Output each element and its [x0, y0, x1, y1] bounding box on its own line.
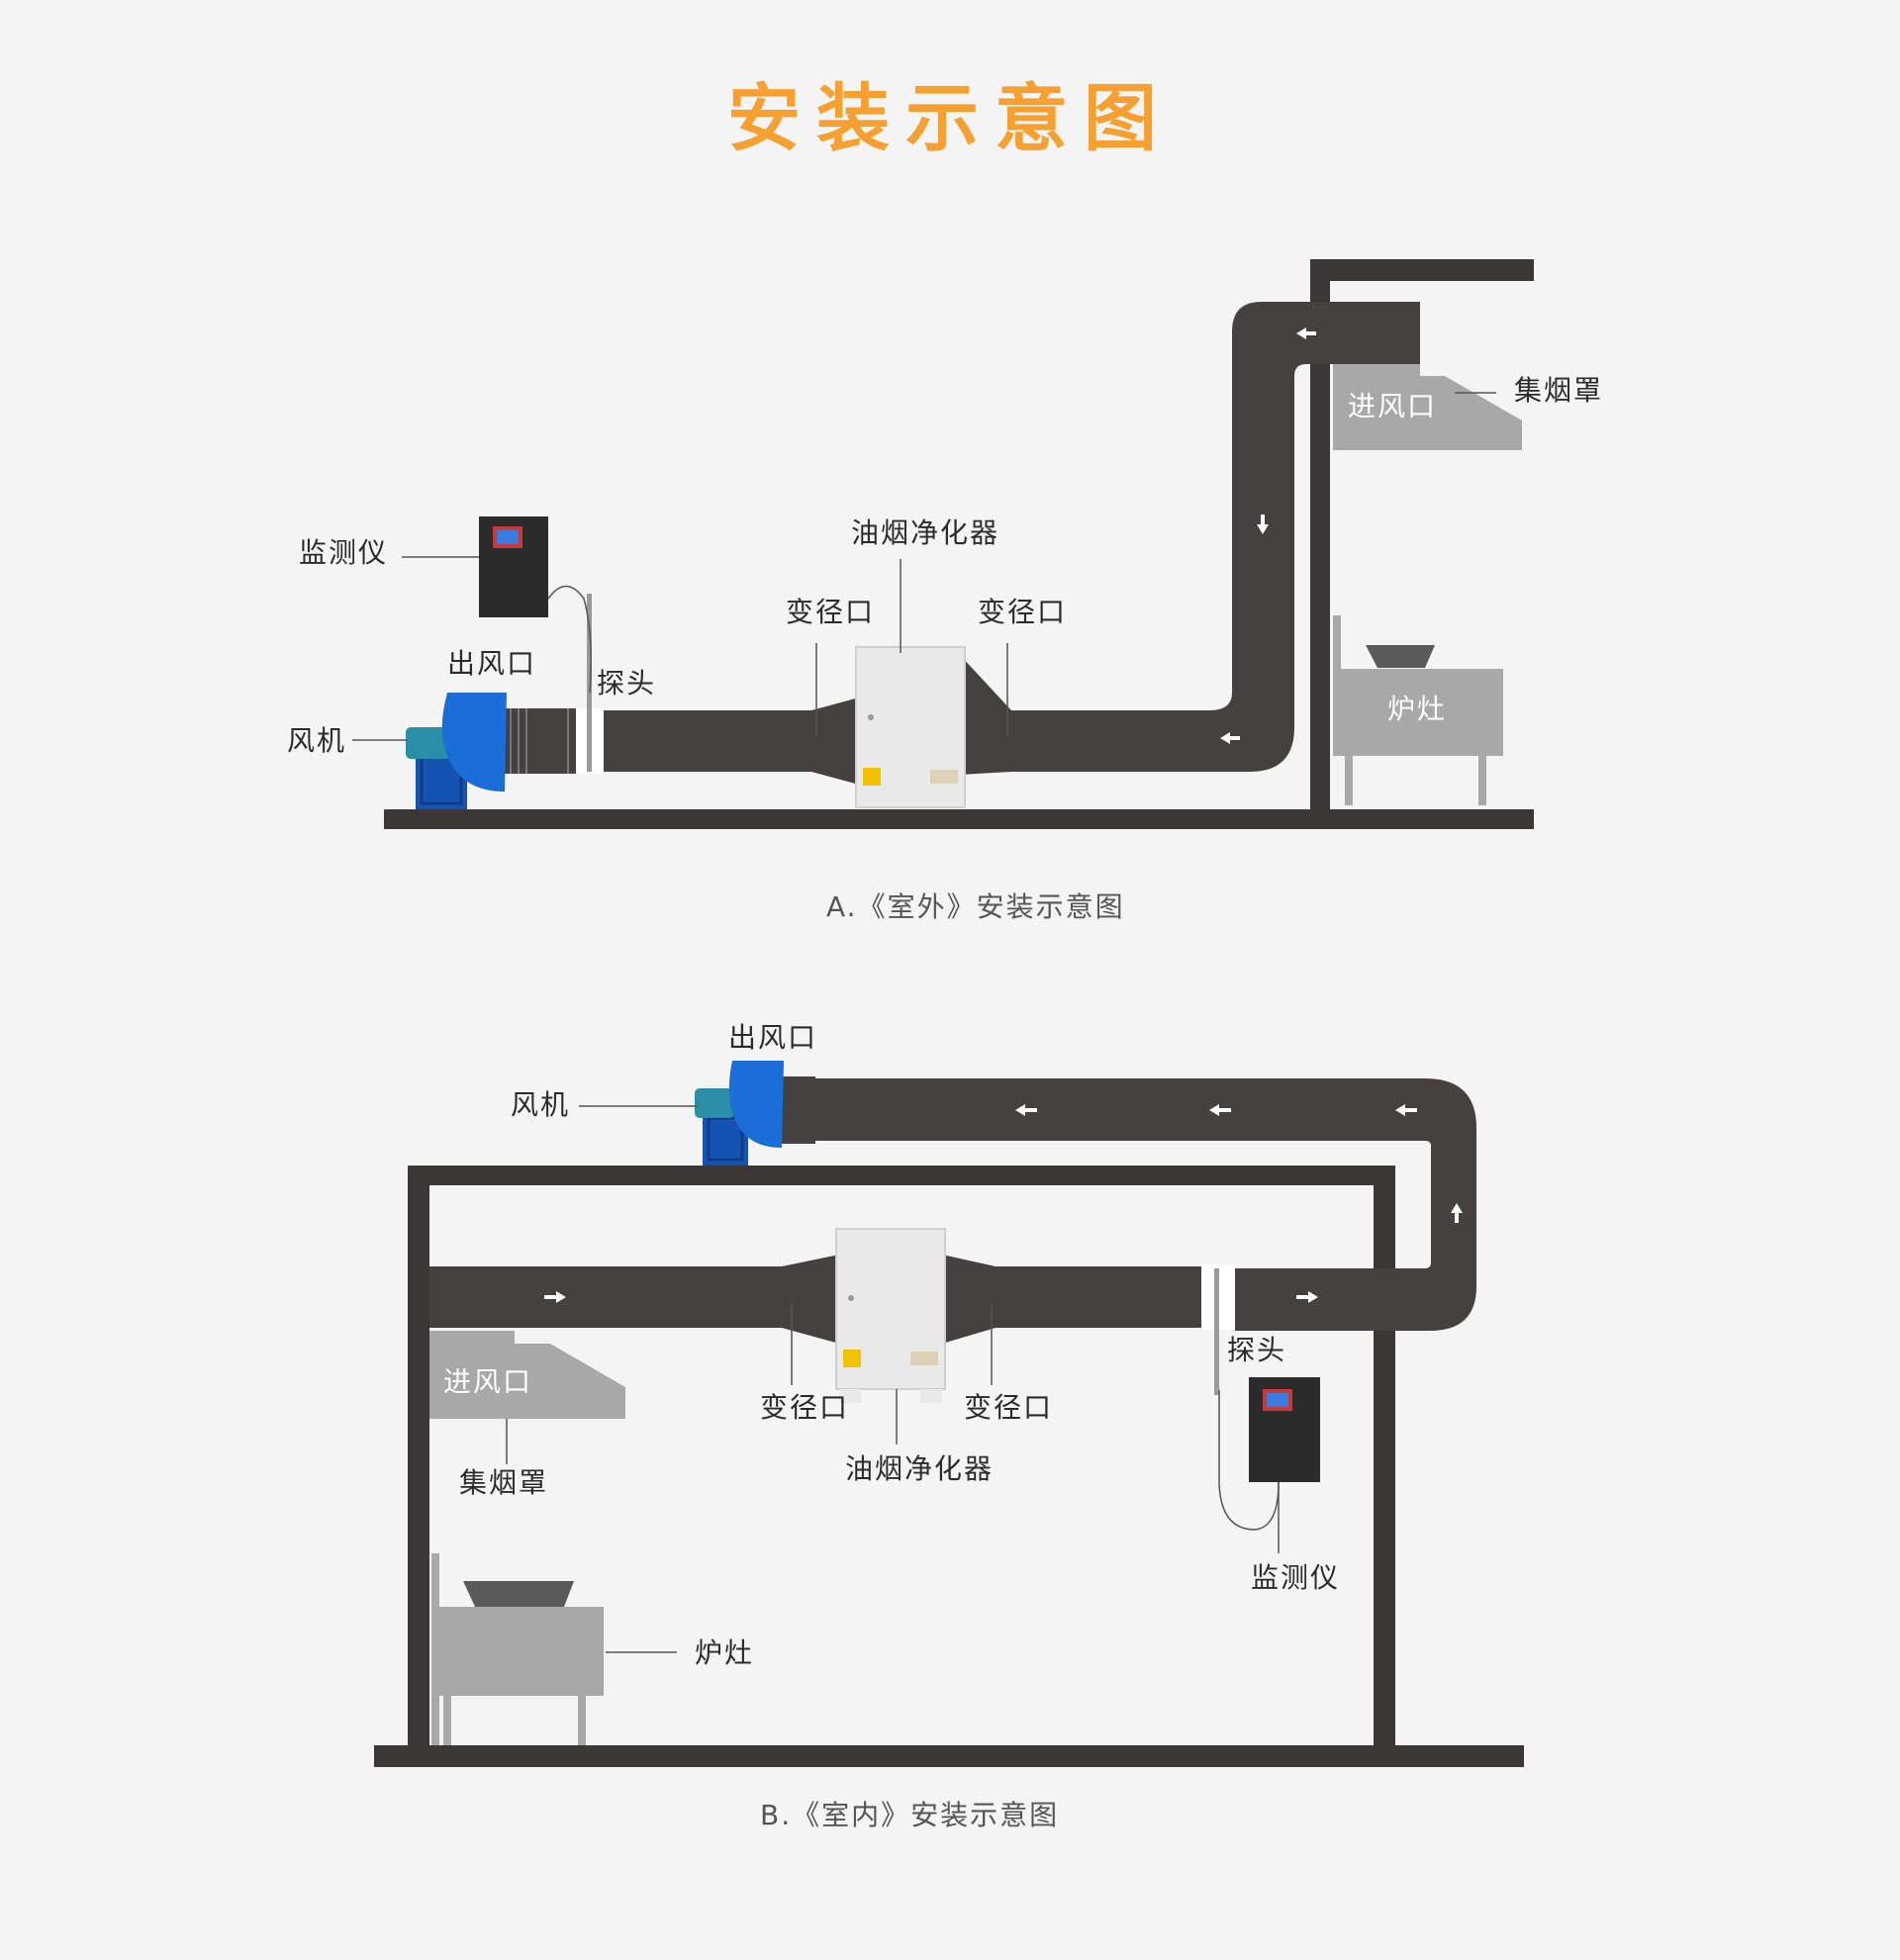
wall-right	[1374, 1166, 1395, 1745]
probe-rod	[587, 594, 592, 772]
purifier-lock-b	[848, 1295, 854, 1301]
label-reducer-right: 变径口	[978, 596, 1067, 628]
label-fan-b: 风机	[511, 1088, 570, 1121]
duct-left	[604, 710, 811, 772]
diagram-outdoor: 集烟罩 进风口 监测仪 油烟净化器 变径口 变径口 出风口 探头 风机 炉灶 A…	[287, 259, 1603, 923]
purifier-nameplate	[930, 770, 958, 784]
duct-indoor-left	[429, 1266, 786, 1328]
flow-arrows	[1220, 327, 1316, 744]
label-stove: 炉灶	[1387, 693, 1447, 725]
purifier-lock	[868, 714, 874, 720]
flex-connector	[505, 708, 576, 774]
label-hood: 集烟罩	[1514, 374, 1603, 407]
label-probe: 探头	[597, 667, 656, 700]
label-monitor: 监测仪	[299, 536, 388, 569]
ceiling	[408, 1166, 1395, 1185]
label-reducer-right-b: 变径口	[964, 1391, 1053, 1424]
probe-rod-b	[1214, 1268, 1219, 1395]
caption-indoor: B.《室内》安装示意图	[760, 1799, 1059, 1831]
duct-main	[1011, 302, 1420, 772]
label-inlet-b: 进风口	[443, 1365, 532, 1398]
reducer-right-b	[942, 1255, 996, 1344]
label-monitor-b: 监测仪	[1251, 1561, 1340, 1594]
floor	[374, 1745, 1524, 1767]
flex-connector-top	[782, 1076, 815, 1144]
reducer-left	[811, 698, 859, 785]
label-outlet: 出风口	[447, 647, 536, 680]
label-purifier: 油烟净化器	[851, 516, 999, 549]
duct-indoor-mid	[996, 1266, 1203, 1328]
smoke-hood-b	[429, 1331, 625, 1419]
wall	[1310, 259, 1330, 809]
stove-b	[431, 1553, 604, 1745]
purifier-nameplate-b	[910, 1352, 938, 1365]
fan	[406, 693, 507, 809]
roof	[1310, 259, 1534, 281]
duct-top	[811, 1078, 1476, 1331]
label-stove-b: 炉灶	[695, 1636, 754, 1669]
label-probe-b: 探头	[1227, 1334, 1286, 1366]
purifier-foot-right	[920, 1389, 942, 1403]
label-fan: 风机	[287, 724, 346, 757]
monitor-b	[1249, 1377, 1320, 1482]
page-title: 安装示意图	[727, 76, 1173, 161]
label-outlet-b: 出风口	[728, 1021, 817, 1054]
label-reducer-left-b: 变径口	[760, 1391, 849, 1424]
diagram-indoor: 出风口 风机 进风口 集烟罩 变径口 变径口 油烟净化器 探头 监测仪 炉灶 B…	[374, 1021, 1524, 1831]
label-purifier-b: 油烟净化器	[845, 1452, 994, 1485]
purifier-foot-left	[839, 1389, 861, 1403]
label-hood-b: 集烟罩	[459, 1466, 548, 1499]
reducer-right	[960, 655, 1011, 775]
caption-outdoor: A.《室外》安装示意图	[826, 890, 1125, 923]
monitor	[479, 516, 548, 617]
flow-arrows-b	[544, 1104, 1463, 1303]
purifier-warning-icon	[863, 768, 881, 786]
ground-slab	[384, 809, 1534, 829]
reducer-left-b	[782, 1255, 839, 1344]
purifier-warning-icon-b	[843, 1350, 861, 1367]
wall-left	[408, 1166, 429, 1745]
stove	[1333, 615, 1503, 805]
label-inlet: 进风口	[1348, 390, 1437, 422]
label-reducer-left: 变径口	[786, 596, 875, 628]
smoke-hood	[1333, 364, 1522, 450]
fan-b	[695, 1061, 784, 1166]
